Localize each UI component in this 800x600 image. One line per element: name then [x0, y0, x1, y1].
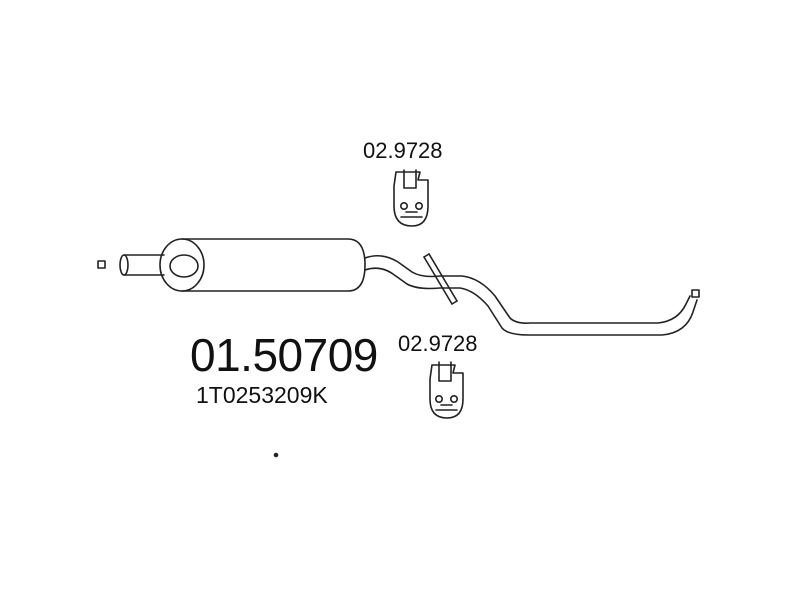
square-connector-icon [97, 260, 106, 269]
rubber-hanger-icon [429, 361, 464, 419]
square-connector-icon [691, 289, 700, 298]
rubber-hanger-icon [393, 169, 429, 227]
tail-pipe [364, 254, 698, 336]
hanger-part-number-bottom: 02.9728 [398, 331, 478, 356]
oem-number: 1T0253209K [196, 382, 328, 408]
hanger-part-number-top: 02.9728 [363, 138, 443, 163]
mounting-bracket-icon [423, 253, 458, 305]
stray-dot [273, 452, 279, 458]
part-number: 01.50709 [190, 329, 378, 381]
inlet-pipe [119, 254, 165, 276]
muffler-body [159, 238, 366, 292]
